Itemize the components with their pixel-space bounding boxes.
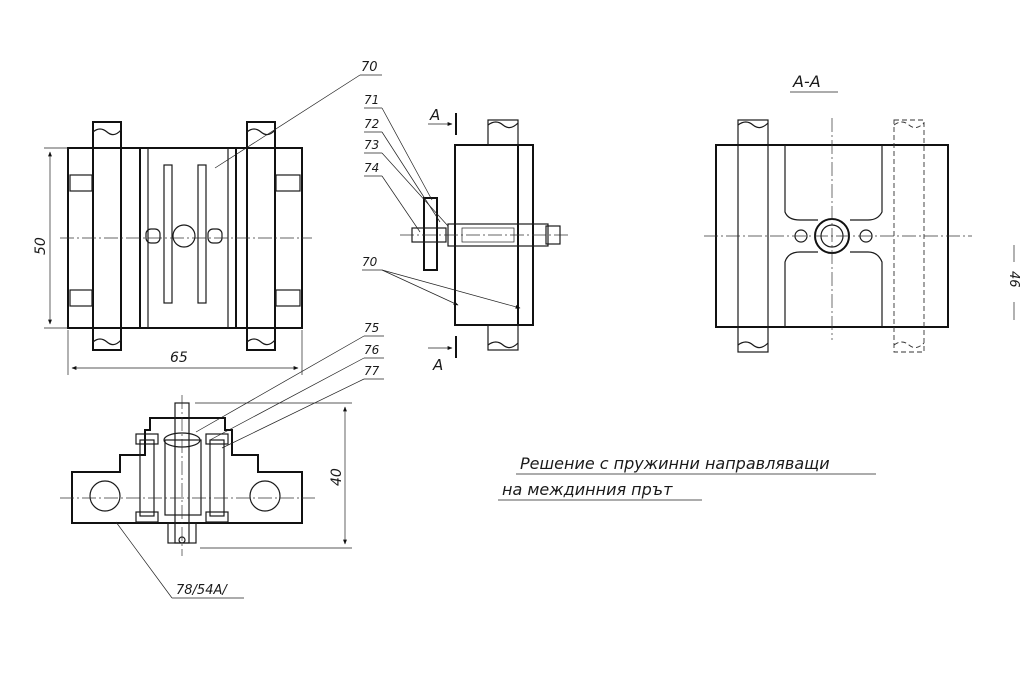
callout-78: 78/54A/ <box>176 583 228 598</box>
left-pin <box>145 228 161 244</box>
page-number-group: 46 <box>1006 245 1021 320</box>
section-marker-top: A <box>429 106 440 124</box>
caption-line-1: Решение с пружинни направляващи <box>520 454 830 473</box>
section-marker-bottom: A <box>432 356 443 374</box>
caption-line-2: на междинния прът <box>502 480 673 499</box>
callout-73: 73 <box>364 138 379 152</box>
callout-76: 76 <box>364 343 380 357</box>
section-aa-view: A-A <box>704 72 972 353</box>
right-bore <box>249 480 281 512</box>
dimension-65: 65 <box>170 350 188 366</box>
left-bore <box>89 480 121 512</box>
bottom-section-view: 40 75 76 77 78/54A/ <box>60 321 384 599</box>
dimension-50: 50 <box>33 237 49 255</box>
callout-77: 77 <box>364 364 380 378</box>
caption: Решение с пружинни направляващи на межди… <box>498 454 876 501</box>
front-view: 50 65 70 <box>33 60 382 375</box>
lever <box>423 197 438 271</box>
bolt-right <box>209 439 225 517</box>
callout-71: 71 <box>364 93 379 107</box>
section-title: A-A <box>792 72 821 91</box>
callout-70-top: 70 <box>361 60 378 75</box>
slot-right <box>197 164 207 304</box>
callout-74: 74 <box>364 161 379 175</box>
callout-72: 72 <box>364 117 379 131</box>
callout-70-mid: 70 <box>362 255 378 269</box>
base-body <box>71 417 303 524</box>
bolt-left <box>139 439 155 517</box>
central-hole <box>172 224 196 248</box>
dimension-40: 40 <box>329 468 345 486</box>
right-rod <box>246 121 276 351</box>
left-rod <box>92 121 122 351</box>
callout-75: 75 <box>364 321 379 335</box>
side-section-view: A A 71 72 73 74 70 <box>362 93 570 374</box>
slot-left <box>163 164 173 304</box>
right-pin <box>207 228 223 244</box>
page-number: 46 <box>1006 271 1021 288</box>
